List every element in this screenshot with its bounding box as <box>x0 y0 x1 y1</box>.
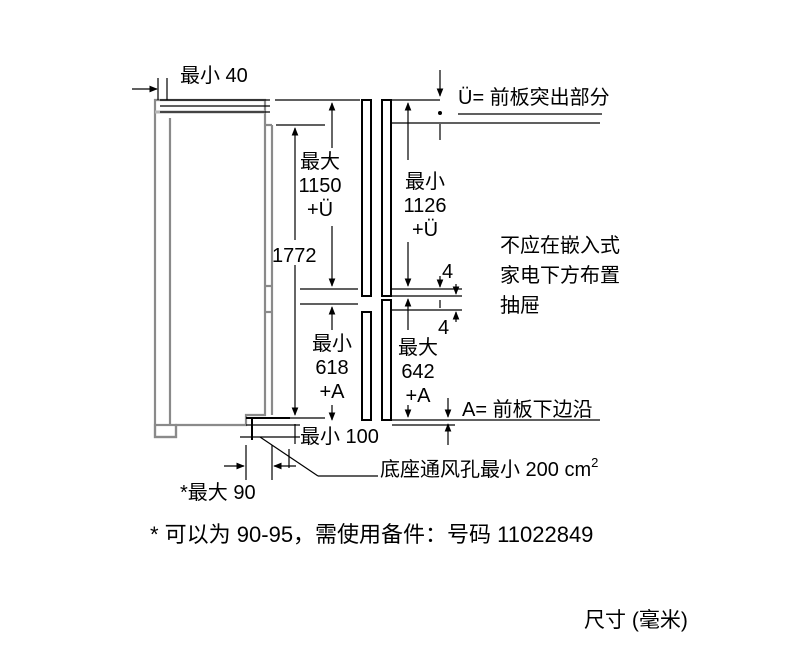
label-min-1126-line3: +Ü <box>412 219 438 241</box>
upper-lower-left-dimensions <box>275 99 360 421</box>
label-min-618-line3: +A <box>319 381 345 403</box>
label-max-1150-line3: +Ü <box>307 199 333 221</box>
cabinet-outline <box>153 98 274 439</box>
upper-lower-right-dimensions <box>392 99 600 421</box>
label-min-618-line1: 最小 <box>312 332 352 355</box>
base-plinth <box>240 417 300 440</box>
units-label: 尺寸 (毫米) <box>584 609 688 632</box>
label-max-1150-line1: 最大 <box>300 150 340 173</box>
label-gap-4-bottom: 4 <box>438 317 449 339</box>
footnote: * 可以为 90-95，需使用备件：号码 11022849 <box>150 522 594 547</box>
max-90-dimension <box>224 445 296 480</box>
label-max-642-line1: 最大 <box>398 336 438 359</box>
label-min-100: 最小 100 <box>300 425 379 448</box>
note-drawer-line1: 不应在嵌入式 <box>500 234 620 257</box>
label-a-front-lower-edge: A= 前板下边沿 <box>462 398 593 421</box>
label-max-90: *最大 90 <box>180 481 256 504</box>
label-max-642-line2: 642 <box>401 361 434 383</box>
a-lower-edge-indicator <box>392 398 455 445</box>
door-panels <box>361 99 392 421</box>
gap-4-dimensions <box>436 276 460 322</box>
top-panel <box>132 78 270 113</box>
label-min-618-line2: 618 <box>315 357 348 379</box>
height-1772-dimension <box>276 124 325 419</box>
label-min-1126-line1: 最小 <box>405 170 445 193</box>
label-height-1772: 1772 <box>272 245 317 267</box>
label-max-1150-line2: 1150 <box>298 175 341 197</box>
note-drawer-line2: 家电下方布置 <box>500 264 620 287</box>
label-gap-4-top: 4 <box>442 261 453 283</box>
note-drawer-line3: 抽屉 <box>500 294 540 317</box>
label-u-front-overhang: Ü= 前板突出部分 <box>458 86 610 109</box>
u-overhang-indicator <box>436 70 444 140</box>
label-min-40: 最小 40 <box>180 64 248 87</box>
label-max-642-line3: +A <box>405 385 431 407</box>
label-min-1126-line2: 1126 <box>403 195 446 217</box>
label-vent-area: 底座通风孔最小 200 cm2 <box>380 455 598 481</box>
